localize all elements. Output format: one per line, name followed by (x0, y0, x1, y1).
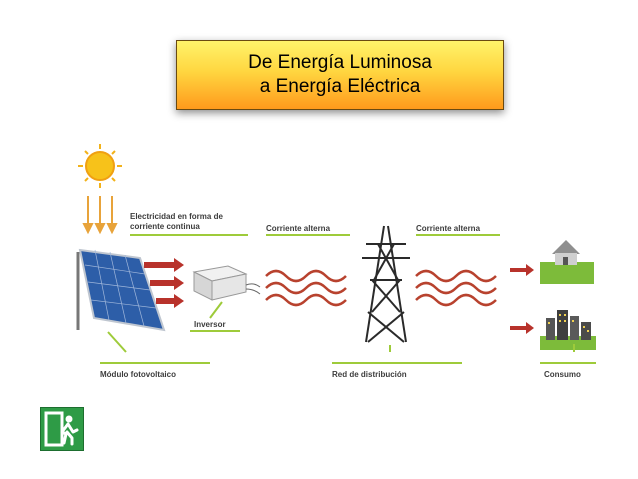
label-inverter: Inversor (194, 320, 226, 329)
label-consumption-underline (540, 362, 596, 364)
exit-icon[interactable] (40, 407, 84, 451)
city-buildings-icon (540, 310, 596, 350)
inverter-box-icon (192, 265, 261, 301)
label-dc-line1: Electricidad en forma de (130, 212, 223, 221)
sunlight-arrows (82, 196, 118, 235)
consumption-arrows (510, 264, 534, 334)
label-dc-line2: corriente continua (130, 222, 200, 231)
label-grid: Red de distribución (332, 370, 407, 379)
dc-arrows (144, 258, 184, 308)
title-line-1: De Energía Luminosa (248, 52, 432, 73)
label-pointers (107, 301, 575, 353)
solar-panel-icon (76, 248, 166, 332)
label-module: Módulo fotovoltaico (100, 370, 176, 379)
ac-wave-1 (265, 269, 347, 307)
label-ac-2: Corriente alterna (416, 224, 481, 233)
house-icon (540, 240, 594, 284)
energy-diagram: Electricidad en forma de corriente conti… (60, 140, 600, 390)
transmission-tower-icon (362, 225, 410, 343)
label-grid-underline (332, 362, 462, 364)
title-line-2: a Energía Eléctrica (259, 76, 421, 97)
title-box: De Energía Luminosa a Energía Eléctrica (176, 40, 504, 110)
sun-icon (78, 144, 122, 188)
label-inverter-underline (190, 330, 240, 332)
ac-wave-2 (415, 269, 497, 307)
label-dc-underline (130, 234, 248, 236)
label-ac-2-underline (416, 234, 500, 236)
label-ac-1: Corriente alterna (266, 224, 331, 233)
label-consumption: Consumo (544, 370, 581, 379)
label-ac-1-underline (266, 234, 350, 236)
label-module-underline (100, 362, 210, 364)
